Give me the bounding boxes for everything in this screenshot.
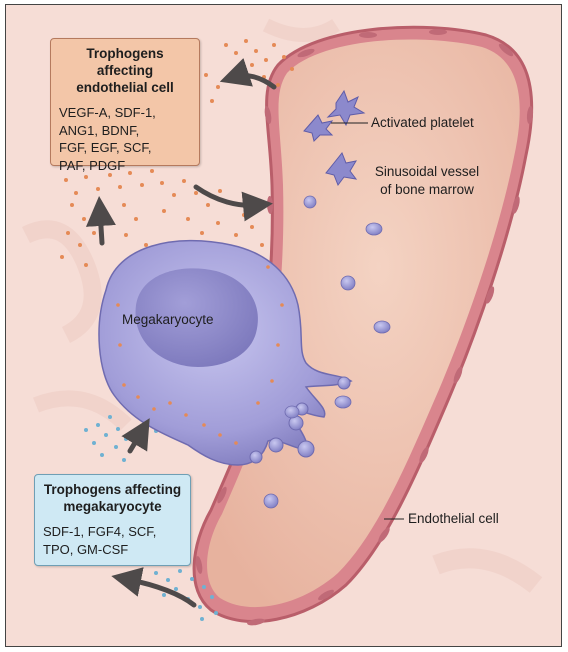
megakaryocyte-trophogen-list: SDF-1, FGF4, SCF, TPO, GM-CSF xyxy=(43,523,182,558)
endothelial-trophogen-item: ANG1, BDNF, xyxy=(59,122,140,138)
sinusoidal-vessel-lumen xyxy=(207,39,520,608)
activated-platelet-label: Activated platelet xyxy=(371,115,474,130)
endothelial-cell-label: Endothelial cell xyxy=(408,511,499,526)
proplatelet-extensions xyxy=(249,376,351,464)
sinusoidal-vessel-label-line2: of bone marrow xyxy=(380,182,474,197)
sinusoidal-vessel-label-line1: Sinusoidal vessel xyxy=(374,164,480,179)
endothelial-box-title-line2: endothelial cell xyxy=(76,80,174,95)
arrow-to-endothelial-box xyxy=(219,58,277,90)
activated-platelets xyxy=(303,89,366,187)
megakaryocyte-trophogen-item: SDF-1, FGF4, SCF, xyxy=(43,524,157,539)
arrow-to-megakaryocyte-box xyxy=(111,567,197,608)
megakaryocyte-nucleus xyxy=(135,268,258,367)
cytoplasm-granules xyxy=(116,265,284,445)
megakaryocyte-label: Megakaryocyte xyxy=(122,312,214,327)
megakaryocyte-trophogen-item: TPO, GM-CSF xyxy=(43,541,129,557)
megakaryocyte-box-title-line2: megakaryocyte xyxy=(63,499,162,514)
megakaryocyte-trophogens-box: Trophogens affecting megakaryocyte SDF-1… xyxy=(34,474,191,566)
figure-frame: Trophogens affecting endothelial cell VE… xyxy=(5,4,562,647)
sinusoidal-vessel-label: Sinusoidal vessel of bone marrow xyxy=(362,163,492,199)
endothelial-box-title-line1: Trophogens affecting xyxy=(86,46,164,78)
endothelial-trophogens-box: Trophogens affecting endothelial cell VE… xyxy=(50,38,200,173)
arrow-to-megakaryocyte xyxy=(121,418,150,454)
endothelial-trophogen-item: FGF, EGF, SCF, xyxy=(59,140,152,155)
endothelial-trophogen-list: VEGF-A, SDF-1, ANG1, BDNF, FGF, EGF, SCF… xyxy=(59,104,191,174)
trophogen-arrows xyxy=(85,58,277,608)
megakaryocyte-box-title: Trophogens affecting megakaryocyte xyxy=(43,481,182,515)
endothelial-trophogen-item: PAF, PDGF xyxy=(59,157,126,173)
arrow-to-vessel xyxy=(193,184,273,222)
megakaryocyte-box-title-line1: Trophogens affecting xyxy=(43,482,182,497)
endothelial-trophogen-item: VEGF-A, SDF-1, xyxy=(59,105,156,120)
leader-lines xyxy=(331,122,404,520)
arrow-up-from-megakaryocyte xyxy=(85,196,116,246)
endothelial-box-title: Trophogens affecting endothelial cell xyxy=(59,45,191,96)
platelets xyxy=(263,195,391,509)
